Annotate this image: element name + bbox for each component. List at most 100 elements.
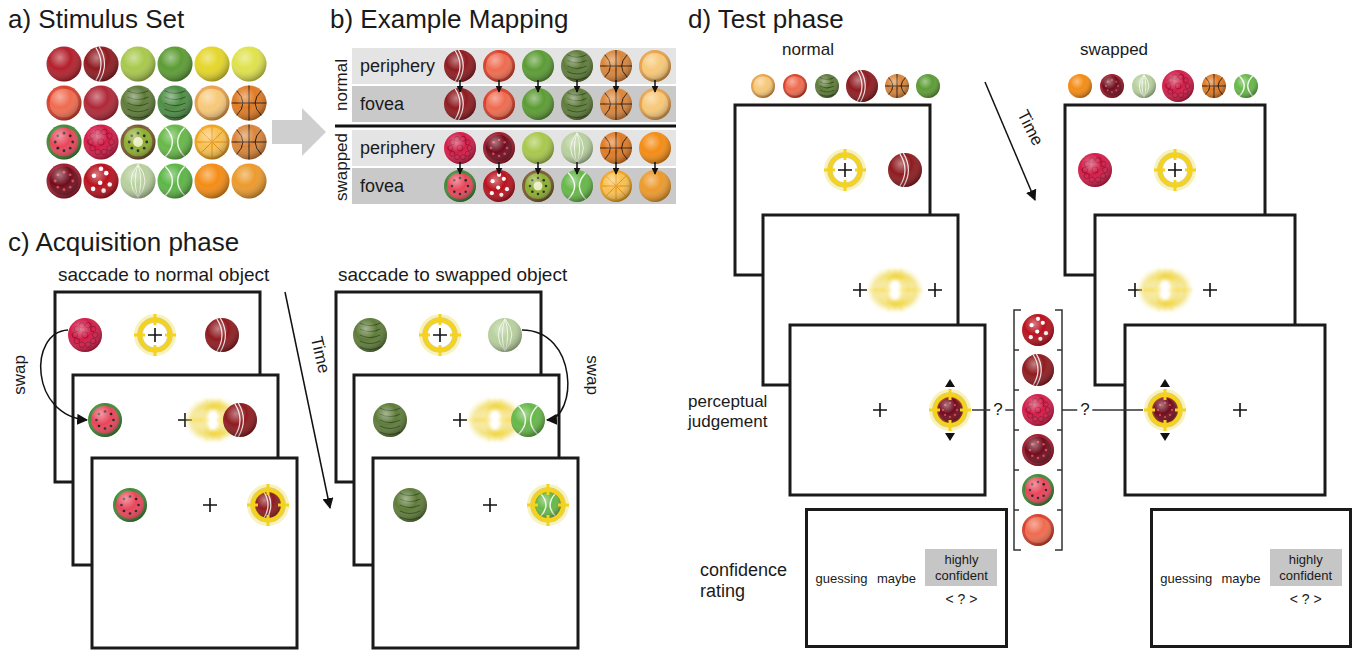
mapping-arrow	[498, 80, 500, 92]
gaze-target	[868, 269, 922, 311]
bracket-tick	[1014, 429, 1062, 431]
gaze-target-part	[1174, 180, 1177, 191]
fruit-picture	[1022, 394, 1054, 426]
band-ground	[352, 86, 676, 122]
fruit-picture-part	[483, 88, 515, 120]
gaze-target-part	[165, 334, 176, 337]
fruit-picture-part	[195, 47, 230, 82]
fruit-picture	[195, 164, 230, 199]
fruit-picture	[483, 88, 515, 120]
fruit-picture	[522, 132, 554, 164]
gaze-target-part	[1164, 420, 1167, 431]
fruit-picture-part	[195, 164, 230, 199]
fruit-picture-part	[815, 74, 839, 98]
gaze-target-part	[949, 420, 952, 431]
fruit-picture-part	[639, 88, 671, 120]
fruit-picture-part	[1202, 74, 1226, 98]
gaze-target-part-part	[218, 430, 221, 441]
fruit-picture	[113, 488, 147, 522]
screen-frame	[373, 458, 578, 648]
fruit-picture-part	[84, 164, 119, 199]
fruit-picture-part	[639, 50, 671, 82]
gaze-target-part	[154, 314, 157, 325]
selected-option: highly confident	[925, 549, 997, 586]
fruit-picture-part	[232, 47, 267, 82]
fruit-picture	[195, 86, 230, 121]
fruit-picture-part	[885, 74, 909, 98]
gaze-target-part	[419, 334, 430, 337]
fruit-picture	[639, 170, 671, 202]
fruit-picture-part	[522, 88, 554, 120]
fruit-picture	[639, 88, 671, 120]
band-label: fovea	[360, 176, 404, 197]
fruit-picture-part	[1068, 74, 1092, 98]
gaze-target-part-part	[480, 419, 491, 422]
gaze-target-part	[1174, 149, 1177, 160]
fruit-picture-part	[600, 50, 632, 82]
fruit-picture-part	[205, 318, 239, 352]
fruit-picture-part	[223, 403, 257, 437]
fruit-picture	[483, 170, 515, 202]
fixation-cross	[928, 283, 942, 297]
gaze-target-part	[1144, 409, 1155, 412]
selected-option-group: highly confident< ? >	[1270, 549, 1342, 607]
bracket-tick	[1014, 509, 1062, 511]
fruit-picture-part	[444, 88, 476, 120]
fruit-picture-part	[1022, 394, 1054, 426]
fruit-picture-part	[1132, 74, 1156, 98]
fruit-picture-part	[639, 170, 671, 202]
fruit-picture-part	[1022, 474, 1054, 506]
fruit-picture-part	[600, 132, 632, 164]
fruit-picture-part	[47, 125, 82, 160]
fruit-picture-part	[158, 47, 193, 82]
fruit-picture	[121, 86, 156, 121]
fruit-picture	[561, 50, 593, 82]
fruit-picture-part	[1022, 474, 1054, 506]
gaze-target-part-part	[911, 289, 922, 292]
choice-line	[1062, 409, 1143, 411]
fovea-band: fovea	[352, 168, 676, 204]
screen-frame	[1125, 325, 1325, 495]
gaze-target-part-part	[900, 269, 903, 280]
fruit-picture-part	[232, 86, 267, 121]
fruit-picture-part	[534, 491, 562, 519]
fixation-cross	[453, 413, 467, 427]
fruit-picture-part	[195, 47, 230, 82]
gaze-target-part-part	[1181, 289, 1192, 292]
fruit-picture	[751, 74, 775, 98]
fruit-picture-part	[254, 491, 282, 519]
fruit-picture-part	[751, 74, 775, 98]
fruit-picture-part	[158, 125, 193, 160]
fruit-picture	[158, 164, 193, 199]
fruit-picture-part	[488, 318, 522, 352]
fruit-picture-part	[232, 125, 267, 160]
fruit-picture	[1022, 314, 1054, 346]
fruit-picture	[84, 86, 119, 121]
gaze-target-part-part	[500, 430, 503, 441]
fruit-picture-part	[561, 170, 593, 202]
fruit-picture-part	[1068, 74, 1092, 98]
fruit-picture-part	[254, 491, 282, 519]
mapping-arrow	[615, 162, 617, 174]
fruit-picture-part	[444, 132, 476, 164]
gaze-target	[824, 149, 866, 191]
fruit-picture-part	[47, 164, 82, 199]
fruit-picture-part	[522, 50, 554, 82]
fruit-picture	[1022, 514, 1054, 546]
gaze-target-part-part	[880, 289, 891, 292]
fixation-cross	[148, 328, 162, 342]
fruit-picture-part	[511, 403, 545, 437]
fruit-picture	[47, 164, 82, 199]
fruit-picture-part	[158, 86, 193, 121]
fruit-picture	[232, 86, 267, 121]
fruit-picture-part	[888, 153, 922, 187]
fruit-picture	[483, 132, 515, 164]
fruit-picture-part	[916, 74, 940, 98]
fruit-picture	[1022, 474, 1054, 506]
gaze-target-part	[880, 269, 922, 311]
fruit-picture-part	[195, 125, 230, 160]
fruit-picture-part	[158, 164, 193, 199]
fruit-picture-part	[888, 153, 922, 187]
fruit-picture-part	[1151, 396, 1179, 424]
mapping-arrow	[459, 80, 461, 92]
